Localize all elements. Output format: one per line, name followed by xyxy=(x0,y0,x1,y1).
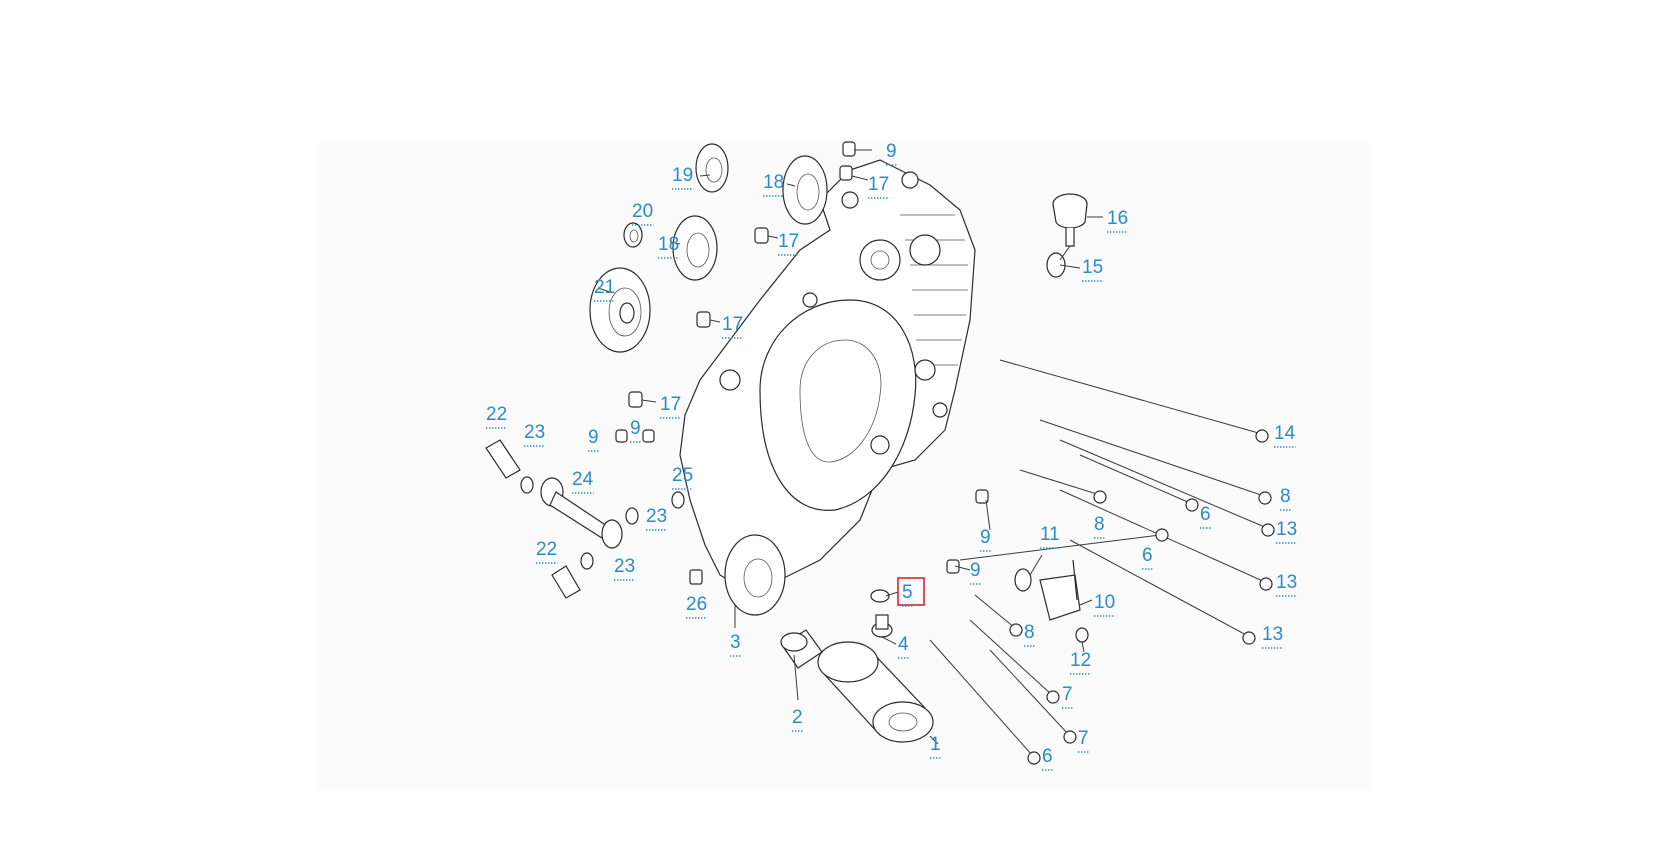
callout-12[interactable]: 12 xyxy=(1070,650,1091,671)
callout-17d[interactable]: 17 xyxy=(660,394,681,415)
callout-23a[interactable]: 23 xyxy=(524,422,545,443)
callout-13c[interactable]: 13 xyxy=(1262,624,1283,645)
callout-19[interactable]: 19 xyxy=(672,165,693,186)
callout-24[interactable]: 24 xyxy=(572,469,594,490)
callout-13a[interactable]: 13 xyxy=(1276,519,1297,540)
callout-23b[interactable]: 23 xyxy=(646,506,667,527)
callout-13b[interactable]: 13 xyxy=(1276,572,1297,593)
plug-26 xyxy=(689,569,703,585)
callout-11[interactable]: 11 xyxy=(1040,524,1060,545)
callout-9d[interactable]: 9 xyxy=(980,527,991,548)
oil-filter xyxy=(817,641,934,743)
sensor-10 xyxy=(1014,559,1089,643)
callout-22b[interactable]: 22 xyxy=(536,539,557,560)
callout-4[interactable]: 4 xyxy=(898,634,909,655)
callout-18a[interactable]: 18 xyxy=(763,172,784,193)
callout-18b[interactable]: 18 xyxy=(658,234,679,255)
callout-17b[interactable]: 17 xyxy=(778,231,799,252)
bearing-18-upper xyxy=(782,155,828,225)
callout-9c[interactable]: 9 xyxy=(630,418,641,439)
bearing-19 xyxy=(695,143,729,193)
callout-6a[interactable]: 6 xyxy=(1200,504,1211,525)
callout-9a[interactable]: 9 xyxy=(886,141,897,162)
bearing-21 xyxy=(589,267,651,353)
callout-22a[interactable]: 22 xyxy=(486,404,507,425)
callout-labels: 1 2 3 4 5 6 6 6 7 7 8 8 8 9 9 9 9 9 10 1… xyxy=(486,141,1297,767)
callout-23c[interactable]: 23 xyxy=(614,556,635,577)
seal-20 xyxy=(623,222,643,248)
callout-8a[interactable]: 8 xyxy=(1280,486,1291,507)
callout-20[interactable]: 20 xyxy=(632,201,653,222)
callout-15[interactable]: 15 xyxy=(1082,257,1103,278)
banjo-assembly xyxy=(485,439,685,599)
callout-9e[interactable]: 9 xyxy=(970,560,981,581)
bolts xyxy=(929,359,1275,765)
callout-10[interactable]: 10 xyxy=(1094,592,1115,613)
bearing-18-lower xyxy=(672,215,718,281)
callout-9b[interactable]: 9 xyxy=(588,427,599,448)
highlight-box xyxy=(897,577,925,606)
filter-nipple-2 xyxy=(780,629,823,669)
callout-6b[interactable]: 6 xyxy=(1142,545,1153,566)
drain-plug-4 xyxy=(871,614,893,638)
cover-3 xyxy=(724,534,786,616)
oil-filler-cap xyxy=(1046,193,1088,278)
callout-17a[interactable]: 17 xyxy=(868,174,889,195)
callout-8b[interactable]: 8 xyxy=(1094,514,1105,535)
callout-2[interactable]: 2 xyxy=(792,707,803,728)
callout-21[interactable]: 21 xyxy=(594,277,615,298)
callout-16[interactable]: 16 xyxy=(1107,208,1128,229)
callout-8c[interactable]: 8 xyxy=(1024,622,1035,643)
crankcase-cover xyxy=(679,159,976,591)
callout-7a[interactable]: 7 xyxy=(1062,684,1073,705)
callout-5[interactable]: 5 xyxy=(902,582,913,603)
washer-5 xyxy=(870,589,890,603)
callout-14[interactable]: 14 xyxy=(1274,423,1296,444)
callout-1[interactable]: 1 xyxy=(930,734,941,755)
callout-3[interactable]: 3 xyxy=(730,632,741,653)
callout-26[interactable]: 26 xyxy=(686,594,707,615)
callout-7b[interactable]: 7 xyxy=(1078,728,1089,749)
callout-6c[interactable]: 6 xyxy=(1042,746,1053,767)
callout-underlines xyxy=(486,164,1298,771)
leader-lines xyxy=(597,149,1103,745)
dowel-pins xyxy=(615,141,989,574)
callout-25[interactable]: 25 xyxy=(672,465,693,486)
callout-17c[interactable]: 17 xyxy=(722,314,743,335)
